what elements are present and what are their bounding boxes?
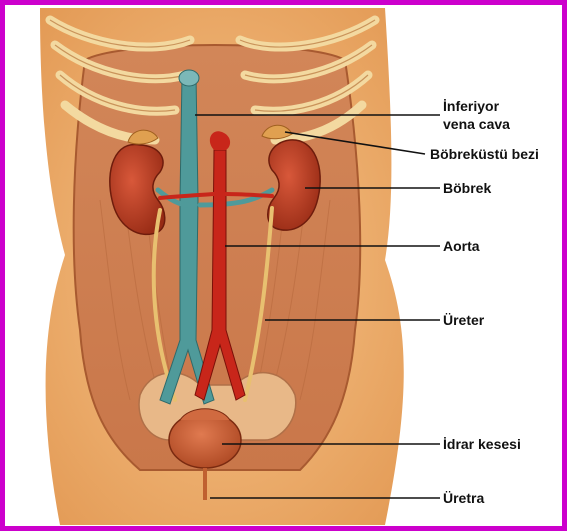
bladder xyxy=(169,412,241,468)
vena-cava-top xyxy=(179,70,199,86)
label-aorta: Aorta xyxy=(443,238,480,254)
label-bladder: İdrar kesesi xyxy=(443,436,521,452)
label-kidney: Böbrek xyxy=(443,180,491,196)
label-adrenal-gland: Böbreküstü bezi xyxy=(430,146,539,162)
label-ureter: Üreter xyxy=(443,312,484,328)
label-urethra: Üretra xyxy=(443,490,484,506)
label-ivc-line1: İnferiyor xyxy=(443,98,499,114)
label-ivc-line2: vena cava xyxy=(443,116,510,132)
